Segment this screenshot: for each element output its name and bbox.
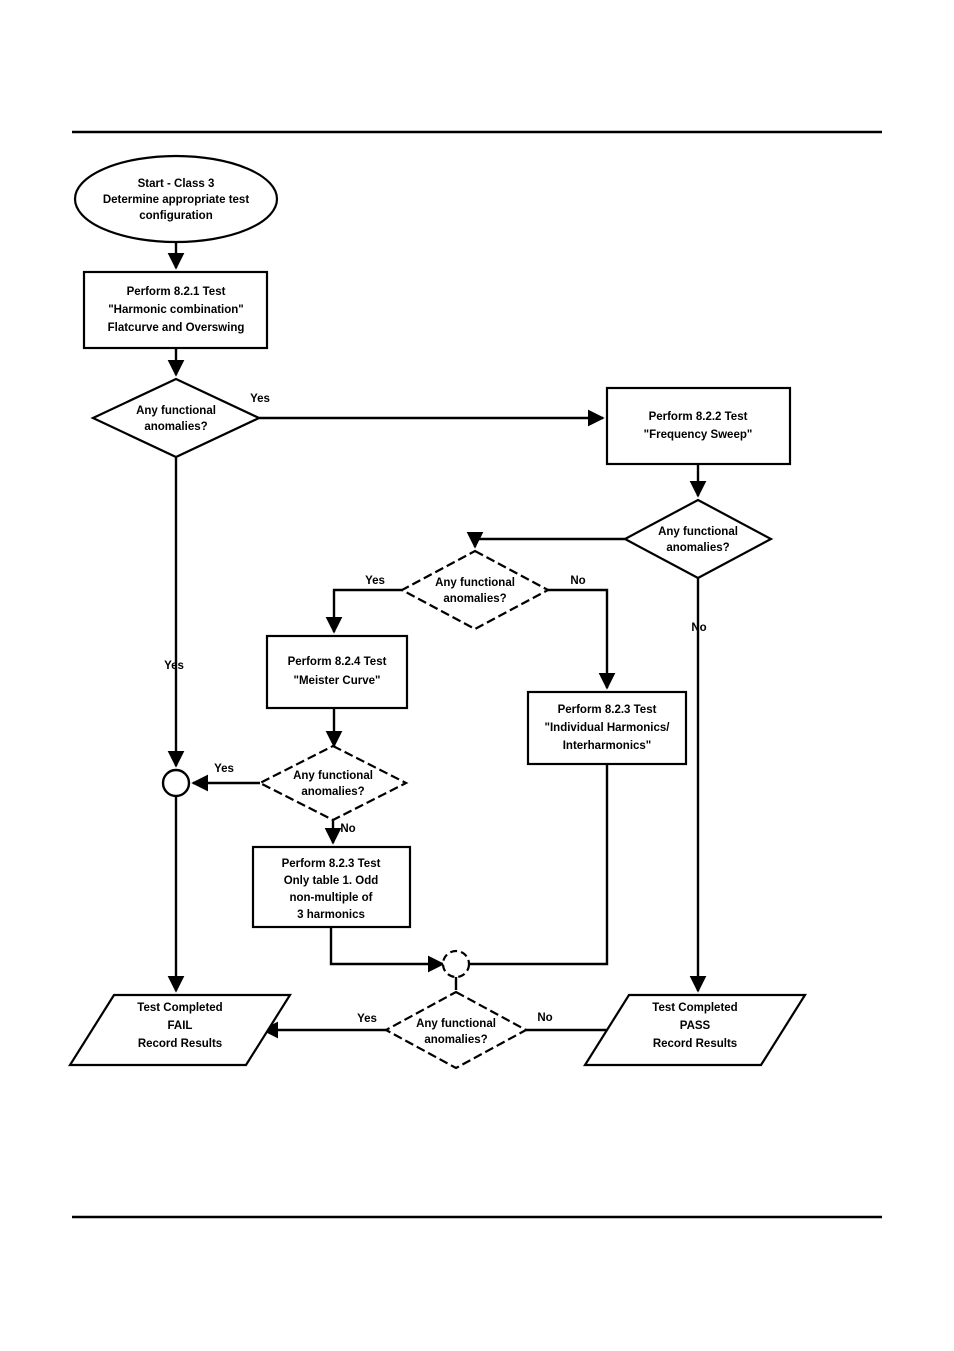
decision2-diamond-shape xyxy=(622,498,774,580)
edge-label-no-4: No xyxy=(537,1012,552,1024)
test821-box-shape xyxy=(82,270,269,350)
start-line-3: configuration xyxy=(139,210,212,222)
decision5-line-1: Any functional xyxy=(416,1018,496,1030)
edge-label-no-3: No xyxy=(340,823,355,835)
test822-box-shape xyxy=(605,386,792,466)
decision3-line-2: anomalies? xyxy=(443,593,506,605)
edge-label-no-1: No xyxy=(691,622,706,634)
start-ellipse-shape xyxy=(73,154,279,244)
decision1-line-1: Any functional xyxy=(136,405,216,417)
test823-table1-line-1: Perform 8.2.3 Test xyxy=(282,858,381,870)
node-end-fail[interactable]: Test Completed FAIL Record Results xyxy=(68,993,292,1067)
edge-test823-to-bottom-merge xyxy=(469,764,609,966)
start-line-1: Start - Class 3 xyxy=(138,178,215,190)
end-fail-line-1: Test Completed xyxy=(137,1002,222,1014)
decision2-line-2: anomalies? xyxy=(666,542,729,554)
test823-table1-line-4: 3 harmonics xyxy=(297,909,365,921)
decision3-diamond-shape xyxy=(399,549,551,631)
test822-line-2: "Frequency Sweep" xyxy=(644,429,753,441)
edge-labels: Yes Yes No Yes No Yes No Yes No xyxy=(164,393,707,1025)
test823-table1-line-2: Only table 1. Odd xyxy=(284,875,379,887)
node-decision-5[interactable]: Any functional anomalies? xyxy=(383,990,529,1070)
test823-box-shape xyxy=(526,690,688,766)
node-decision-2[interactable]: Any functional anomalies? xyxy=(622,498,774,580)
edge-decision3-no-to-test823 xyxy=(548,588,616,690)
edge-label-yes-2: Yes xyxy=(164,660,184,672)
test821-line-1: Perform 8.2.1 Test xyxy=(127,286,226,298)
connector-merge-left-circle[interactable] xyxy=(161,768,191,798)
test823-line-2: "Individual Harmonics/ xyxy=(545,722,671,734)
test822-line-1: Perform 8.2.2 Test xyxy=(649,411,748,423)
edge-decision2-to-decision3 xyxy=(466,531,625,549)
decision5-line-2: anomalies? xyxy=(424,1034,487,1046)
node-decision-1[interactable]: Any functional anomalies? xyxy=(90,377,262,459)
decision4-line-1: Any functional xyxy=(293,770,373,782)
decision1-line-2: anomalies? xyxy=(144,421,207,433)
node-end-pass[interactable]: Test Completed PASS Record Results xyxy=(583,993,807,1067)
test824-line-1: Perform 8.2.4 Test xyxy=(288,656,387,668)
start-line-2: Determine appropriate test xyxy=(103,194,250,206)
end-pass-line-1: Test Completed xyxy=(652,1002,737,1014)
edge-label-no-2: No xyxy=(570,575,585,587)
decision3-line-1: Any functional xyxy=(435,577,515,589)
test823-line-1: Perform 8.2.3 Test xyxy=(558,704,657,716)
decision1-diamond-shape xyxy=(90,377,262,459)
decision2-line-1: Any functional xyxy=(658,526,738,538)
end-pass-line-3: Record Results xyxy=(653,1038,737,1050)
end-pass-line-2: PASS xyxy=(680,1020,711,1032)
node-test-823[interactable]: Perform 8.2.3 Test "Individual Harmonics… xyxy=(526,690,688,766)
end-fail-parallelogram-shape xyxy=(68,993,292,1067)
edge-table1-to-decision5 xyxy=(329,927,445,973)
test824-line-2: "Meister Curve" xyxy=(294,675,381,687)
end-pass-parallelogram-shape xyxy=(583,993,807,1067)
node-decision-3[interactable]: Any functional anomalies? xyxy=(399,549,551,631)
end-fail-line-3: Record Results xyxy=(138,1038,222,1050)
flow-connectors xyxy=(167,242,707,1039)
node-test-824[interactable]: Perform 8.2.4 Test "Meister Curve" xyxy=(265,634,409,710)
node-test-822[interactable]: Perform 8.2.2 Test "Frequency Sweep" xyxy=(605,386,792,466)
decision5-diamond-shape xyxy=(383,990,529,1070)
test821-line-2: "Harmonic combination" xyxy=(108,304,244,316)
test823-table1-box-shape xyxy=(251,845,412,929)
edge-label-yes-5: Yes xyxy=(357,1013,377,1025)
test823-line-3: Interharmonics" xyxy=(563,740,652,752)
node-test-823-table1[interactable]: Perform 8.2.3 Test Only table 1. Odd non… xyxy=(251,845,412,929)
node-test-821[interactable]: Perform 8.2.1 Test "Harmonic combination… xyxy=(82,270,269,350)
edge-label-yes-3: Yes xyxy=(365,575,385,587)
test823-table1-line-3: non-multiple of xyxy=(289,892,372,904)
connector-merge-bottom-circle[interactable] xyxy=(441,949,471,979)
decision4-diamond-shape xyxy=(257,744,409,822)
node-start[interactable]: Start - Class 3 Determine appropriate te… xyxy=(73,154,279,244)
node-decision-4[interactable]: Any functional anomalies? xyxy=(257,744,409,822)
test821-line-3: Flatcurve and Overswing xyxy=(108,322,245,334)
end-fail-line-2: FAIL xyxy=(168,1020,193,1032)
decision4-line-2: anomalies? xyxy=(301,786,364,798)
edge-decision3-yes-to-test824 xyxy=(325,588,402,634)
edge-label-yes-4: Yes xyxy=(214,763,234,775)
edge-label-yes-1: Yes xyxy=(250,393,270,405)
test824-box-shape xyxy=(265,634,409,710)
